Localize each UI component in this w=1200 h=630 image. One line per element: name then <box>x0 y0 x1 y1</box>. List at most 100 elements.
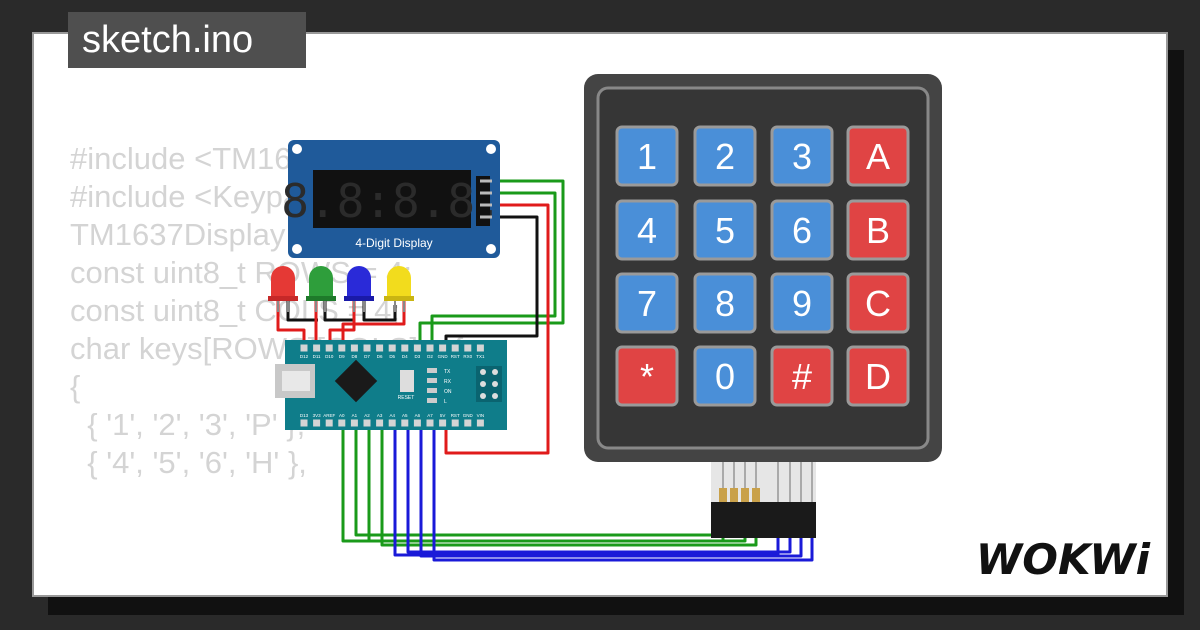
top-pin[interactable] <box>451 344 459 352</box>
bottom-pin[interactable] <box>338 419 346 427</box>
reset-button[interactable] <box>400 370 414 392</box>
bottom-pin-label: A3 <box>377 413 383 418</box>
key-5[interactable]: 5 <box>693 199 757 261</box>
key-label: 2 <box>715 136 735 177</box>
wokwi-logo-text: WOKWi <box>976 535 1151 584</box>
key-4[interactable]: 4 <box>615 199 679 261</box>
key-#[interactable]: # <box>770 345 834 407</box>
top-pin[interactable] <box>439 344 447 352</box>
led-label: ON <box>444 389 452 395</box>
key-0[interactable]: 0 <box>693 345 757 407</box>
bottom-pin[interactable] <box>476 419 484 427</box>
bottom-pin[interactable] <box>426 419 434 427</box>
key-6[interactable]: 6 <box>770 199 834 261</box>
key-7[interactable]: 7 <box>615 272 679 334</box>
bottom-pin[interactable] <box>388 419 396 427</box>
key-3[interactable]: 3 <box>770 125 834 187</box>
bottom-pin-label: A4 <box>389 413 395 418</box>
tm1637-display[interactable]: 8.8:8.8. 4-Digit Display <box>281 140 503 258</box>
top-pin-label: D4 <box>402 354 408 359</box>
bottom-pin[interactable] <box>464 419 472 427</box>
key-D[interactable]: D <box>846 345 910 407</box>
wire-keypad-col2[interactable] <box>406 425 792 554</box>
key-label: * <box>640 356 654 397</box>
bottom-pin[interactable] <box>300 419 308 427</box>
wire-green-dio[interactable] <box>430 191 557 352</box>
file-tab[interactable]: sketch.ino <box>68 12 306 68</box>
wire-green-clk[interactable] <box>418 179 565 352</box>
bottom-pin[interactable] <box>313 419 321 427</box>
key-1[interactable]: 1 <box>615 125 679 187</box>
keypad-ribbon <box>711 462 816 538</box>
top-pin[interactable] <box>350 344 358 352</box>
bottom-pin[interactable] <box>401 419 409 427</box>
top-pin[interactable] <box>338 344 346 352</box>
top-pin-label: D6 <box>377 354 383 359</box>
reset-label: RESET <box>398 395 415 401</box>
bottom-pin[interactable] <box>439 419 447 427</box>
key-9[interactable]: 9 <box>770 272 834 334</box>
onboard-leds: TX RX ON L <box>427 368 452 405</box>
key-8[interactable]: 8 <box>693 272 757 334</box>
top-pin[interactable] <box>300 344 308 352</box>
bottom-pin[interactable] <box>376 419 384 427</box>
led-green[interactable] <box>306 266 336 312</box>
led-red[interactable] <box>268 266 298 312</box>
top-pin-label: D3 <box>415 354 421 359</box>
led-blue[interactable] <box>344 266 374 312</box>
bottom-pin-label: GND <box>463 413 474 418</box>
key-label: 6 <box>792 210 812 251</box>
top-pin-label: D5 <box>389 354 395 359</box>
key-label: D <box>865 356 891 397</box>
wire-led-blue-gnd[interactable] <box>362 300 397 322</box>
top-pin[interactable] <box>376 344 384 352</box>
bottom-pin-label: D13 <box>300 413 309 418</box>
top-pin[interactable] <box>464 344 472 352</box>
key-label: 8 <box>715 283 735 324</box>
bottom-pin[interactable] <box>451 419 459 427</box>
key-label: 5 <box>715 210 735 251</box>
wire-red-vcc[interactable] <box>444 203 550 455</box>
code-line: { <box>70 369 81 404</box>
key-A[interactable]: A <box>846 125 910 187</box>
top-pin[interactable] <box>401 344 409 352</box>
wire-led-green-gnd[interactable] <box>323 300 355 322</box>
top-pin[interactable] <box>413 344 421 352</box>
bottom-pin[interactable] <box>363 419 371 427</box>
top-pin-label: D10 <box>325 354 334 359</box>
bottom-pin[interactable] <box>413 419 421 427</box>
top-pin[interactable] <box>476 344 484 352</box>
top-pin[interactable] <box>426 344 434 352</box>
bottom-pin-label: A1 <box>352 413 358 418</box>
led-yellow[interactable] <box>384 266 414 312</box>
key-2[interactable]: 2 <box>693 125 757 187</box>
top-pin[interactable] <box>388 344 396 352</box>
key-B[interactable]: B <box>846 199 910 261</box>
wire-keypad-col4[interactable] <box>432 425 814 562</box>
bottom-pin-label: A5 <box>402 413 408 418</box>
top-pin[interactable] <box>363 344 371 352</box>
key-label: 0 <box>715 356 735 397</box>
top-pin[interactable] <box>325 344 333 352</box>
code-line: { '4', '5', '6', 'H' }, <box>70 445 307 480</box>
bottom-pin[interactable] <box>325 419 333 427</box>
key-label: # <box>792 356 812 397</box>
key-*[interactable]: * <box>615 345 679 407</box>
bottom-pin-label: VIN <box>477 413 485 418</box>
top-pin-label: D9 <box>339 354 345 359</box>
led-label: TX <box>444 369 451 375</box>
top-pin-label: D12 <box>300 354 309 359</box>
key-C[interactable]: C <box>846 272 910 334</box>
bottom-pin[interactable] <box>350 419 358 427</box>
top-pin[interactable] <box>313 344 321 352</box>
wire-keypad-col3[interactable] <box>419 425 803 558</box>
top-pin-label: D11 <box>313 354 321 359</box>
bottom-pin-label: A6 <box>415 413 421 418</box>
wire-led-red-gnd[interactable] <box>286 300 318 322</box>
wokwi-logo[interactable]: WOKWi <box>968 532 1158 584</box>
bottom-pin-label: AREF <box>323 413 335 418</box>
